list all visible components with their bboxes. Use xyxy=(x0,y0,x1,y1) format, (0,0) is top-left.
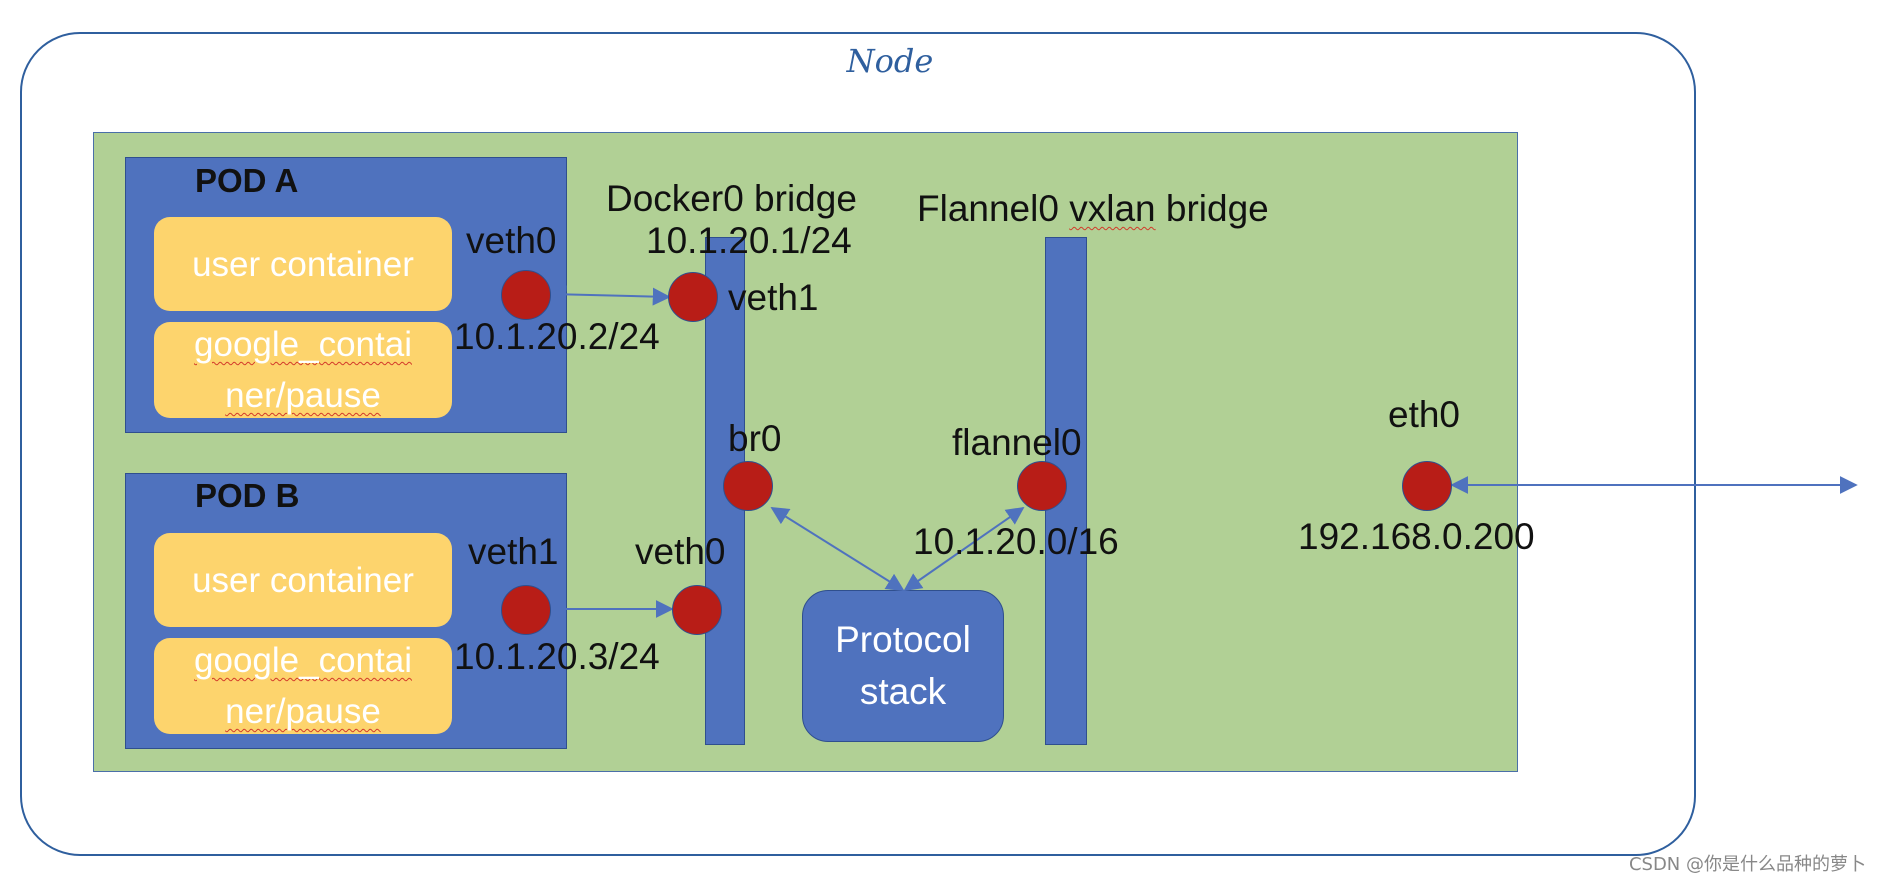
pod-b-veth-label: veth1 xyxy=(468,531,559,572)
link-poda-veth0-docker-veth1 xyxy=(548,285,671,306)
pod-b-ip-label: 10.1.20.3/24 xyxy=(454,636,660,677)
flannel0-label: flannel0 xyxy=(952,422,1082,463)
br0-label: br0 xyxy=(728,418,782,459)
link-protocol-stack-flannel0 xyxy=(903,506,1025,592)
pod-a-user-container-label: user container xyxy=(192,244,414,284)
eth0-ip-label: 192.168.0.200 xyxy=(1298,516,1535,557)
flannel-title-vxlan: vxlan xyxy=(1069,188,1156,229)
docker-veth1-dot xyxy=(668,272,718,322)
pod-b-veth1-dot xyxy=(501,585,551,635)
pod-a-pause-line1: google_contai xyxy=(194,325,412,364)
pod-a-veth0-dot xyxy=(501,270,551,320)
pod-b-pause-line2: ner/pause xyxy=(225,692,381,731)
pod-a-pause-line2: ner/pause xyxy=(225,376,381,415)
flannel0-dot xyxy=(1017,461,1067,511)
protocol-stack: Protocol stack xyxy=(802,590,1004,742)
flannel-title-part3: bridge xyxy=(1155,188,1269,229)
docker-bottom-veth-label: veth0 xyxy=(635,531,726,572)
protocol-stack-line2: stack xyxy=(859,671,947,712)
pod-b-label: POD B xyxy=(195,477,300,514)
pod-b-pause-container: google_contai ner/pause xyxy=(154,638,452,734)
pod-b-pause-line1: google_contai xyxy=(194,641,412,680)
eth0-dot xyxy=(1402,461,1452,511)
br0-dot xyxy=(723,461,773,511)
pod-b-user-container-label: user container xyxy=(192,560,414,600)
flannel-title-part1: Flannel0 xyxy=(917,188,1070,229)
node-title: Node xyxy=(846,42,934,80)
watermark: CSDN @你是什么品种的萝卜 xyxy=(1628,854,1866,875)
docker-top-veth-label: veth1 xyxy=(728,277,819,318)
pod-a-pause-container: google_contai ner/pause xyxy=(154,322,452,418)
docker-veth0-dot xyxy=(672,585,722,635)
docker-bridge-title: Docker0 bridge xyxy=(606,178,857,219)
flannel-ip-label: 10.1.20.0/16 xyxy=(913,521,1119,562)
pod-a-veth-label: veth0 xyxy=(466,220,557,261)
flannel-bridge-title: Flannel0 vxlan bridge xyxy=(917,188,1269,230)
eth0-label: eth0 xyxy=(1388,394,1461,435)
pod-a-user-container: user container xyxy=(154,217,452,311)
docker-bridge-ip: 10.1.20.1/24 xyxy=(646,220,852,261)
protocol-stack-line1: Protocol xyxy=(835,619,971,660)
node-frame xyxy=(20,32,1696,856)
pod-a-label: POD A xyxy=(195,162,299,199)
link-br0-protocol-stack xyxy=(770,507,905,591)
pod-b-user-container: user container xyxy=(154,533,452,627)
pod-a-ip-label: 10.1.20.2/24 xyxy=(454,316,660,357)
